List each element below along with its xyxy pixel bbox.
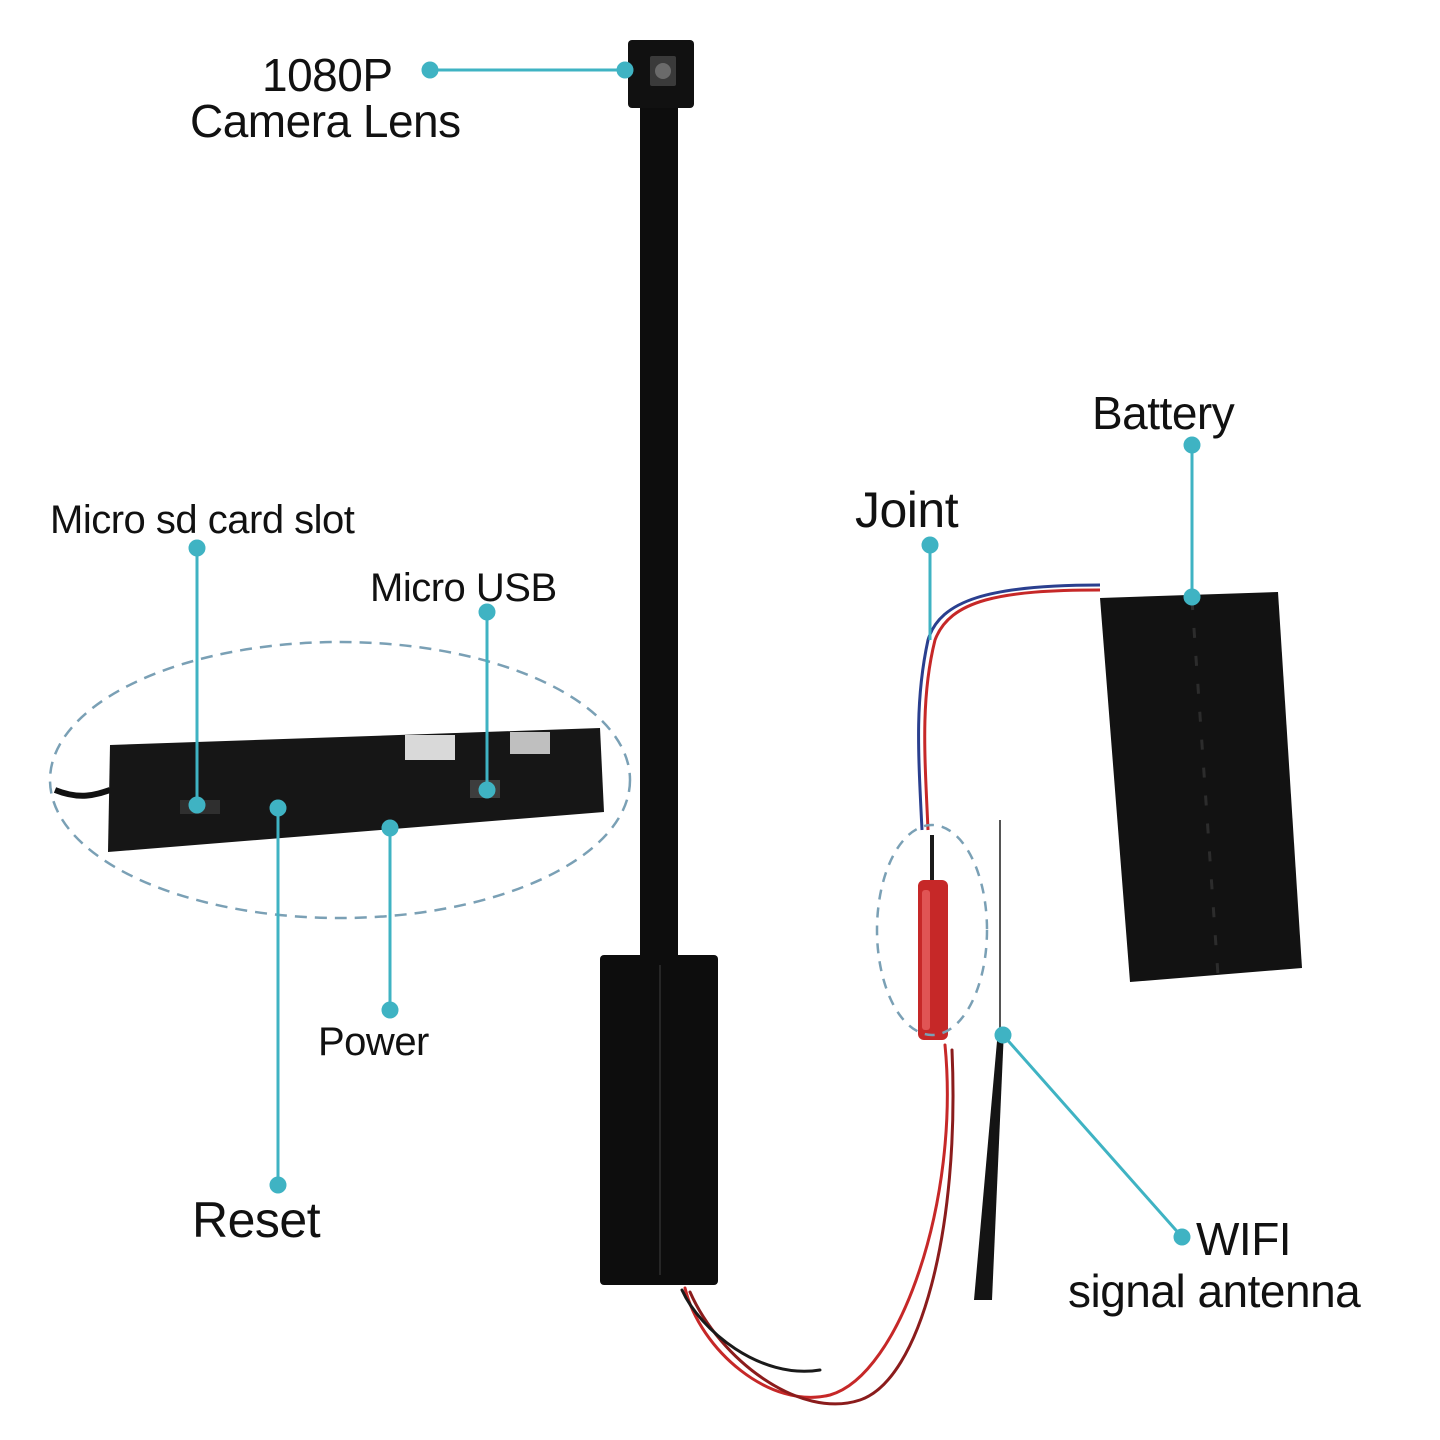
- battery-pack: [1100, 592, 1302, 982]
- label-micro-sd-card-slot: Micro sd card slot: [50, 498, 355, 542]
- label-wifi-line1: WIFI: [1196, 1213, 1292, 1265]
- label-battery: Battery: [1092, 387, 1235, 439]
- label-camera-lens-line1: 1080P: [262, 49, 393, 101]
- label-micro-usb: Micro USB: [370, 566, 557, 610]
- joint-highlight: [875, 823, 989, 1037]
- control-board-highlight: [48, 640, 632, 920]
- label-wifi-line2: signal antenna: [1068, 1265, 1361, 1317]
- label-reset: Reset: [192, 1192, 321, 1248]
- camera-lens: [628, 40, 694, 108]
- leader-wifi-antenna: [1001, 1034, 1184, 1238]
- joint-connector: [917, 583, 1101, 1040]
- label-power: Power: [318, 1020, 429, 1064]
- flex-ribbon: [640, 100, 678, 980]
- control-board: [53, 728, 604, 852]
- wifi-antenna: [974, 820, 1004, 1300]
- lead-wires: [680, 1043, 955, 1406]
- callout-leaders: [188, 61, 1201, 1246]
- label-camera-lens-line2: Camera Lens: [190, 95, 461, 147]
- label-joint: Joint: [855, 482, 959, 538]
- main-module: [600, 955, 718, 1285]
